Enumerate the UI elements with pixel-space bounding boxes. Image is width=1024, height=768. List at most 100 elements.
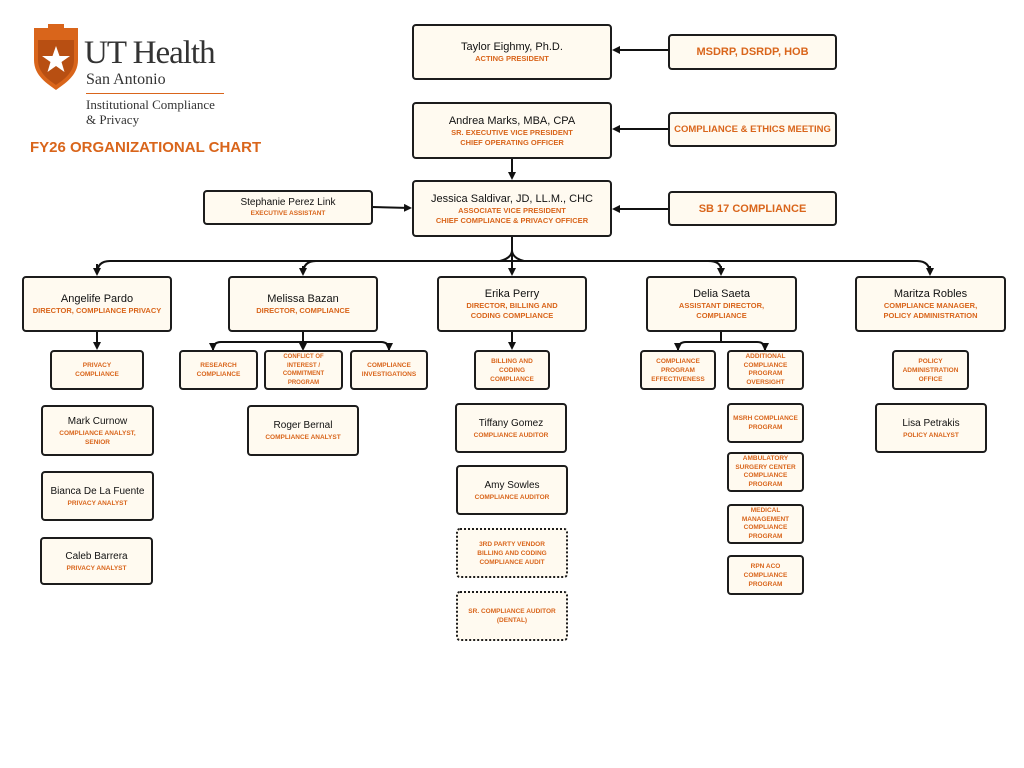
staff-name: Lisa Petrakis <box>902 417 960 429</box>
staff-box-petrakis: Lisa Petrakis POLICY ANALYST <box>875 403 987 453</box>
staff-box-bernal: Roger Bernal COMPLIANCE ANALYST <box>247 405 359 456</box>
unit-label: COMPLIANCE PROGRAM EFFECTIVENESS <box>651 357 705 383</box>
director-box-bazan: Melissa Bazan DIRECTOR, COMPLIANCE <box>228 276 378 332</box>
avp-role-line2: CHIEF COMPLIANCE & PRIVACY OFFICER <box>435 215 589 225</box>
staff-role: COMPLIANCE ANALYST <box>265 434 341 441</box>
connector-to-bazan <box>302 260 317 275</box>
unit-vendor-audit: 3RD PARTY VENDOR BILLING AND CODING COMP… <box>456 528 568 578</box>
connector-to-saeta <box>707 260 722 271</box>
director-name: Erika Perry <box>484 288 540 300</box>
msdrp-label: MSDRP, DSRDP, HOB <box>696 46 809 58</box>
unit-label: CONFLICT OF INTEREST / COMMITMENT PROGRA… <box>282 354 325 386</box>
shield-star-icon <box>34 24 78 90</box>
unit-msrh-program: MSRH COMPLIANCE PROGRAM <box>727 403 804 443</box>
connector-saeta-bus <box>677 341 766 351</box>
unit-research-compliance: RESEARCH COMPLIANCE <box>179 350 258 390</box>
staff-name: Tiffany Gomez <box>478 417 544 429</box>
msdrp-box: MSDRP, DSRDP, HOB <box>668 34 837 70</box>
logo-wordmark: UT Health <box>84 35 216 71</box>
assistant-role: EXECUTIVE ASSISTANT <box>250 210 326 217</box>
unit-billing-coding: BILLING AND CODING COMPLIANCE <box>474 350 550 390</box>
president-name: Taylor Eighmy, Ph.D. <box>461 41 563 53</box>
meeting-box: COMPLIANCE & ETHICS MEETING <box>668 112 837 147</box>
unit-program-effectiveness: COMPLIANCE PROGRAM EFFECTIVENESS <box>640 350 716 390</box>
director-box-robles: Maritza Robles COMPLIANCE MANAGER, POLIC… <box>855 276 1006 332</box>
sb17-label: SB 17 COMPLIANCE <box>698 202 807 215</box>
logo-subtitle: San Antonio <box>86 71 166 88</box>
director-role: DIRECTOR, COMPLIANCE <box>256 306 350 315</box>
staff-name: Amy Sowles <box>484 479 540 491</box>
unit-label: RESEARCH COMPLIANCE <box>196 362 241 378</box>
director-role-line2: COMPLIANCE <box>696 311 747 320</box>
staff-role: PRIVACY ANALYST <box>67 499 128 507</box>
staff-role: PRIVACY ANALYST <box>66 564 127 572</box>
connector-bus-curve <box>499 249 525 262</box>
unit-label: SR. COMPLIANCE AUDITOR (DENTAL) <box>468 608 556 624</box>
unit-label: BILLING AND CODING COMPLIANCE <box>490 357 534 383</box>
ut-health-logo: UT Health San Antonio Institutional Comp… <box>32 22 232 132</box>
logo-divider <box>86 93 224 94</box>
director-role: DIRECTOR, COMPLIANCE PRIVACY <box>32 306 162 315</box>
staff-role: POLICY ANALYST <box>903 431 959 439</box>
unit-label: 3RD PARTY VENDOR BILLING AND CODING COMP… <box>477 540 547 566</box>
connector-assistant <box>371 203 412 212</box>
unit-label: MEDICAL MANAGEMENT COMPLIANCE PROGRAM <box>741 507 790 540</box>
staff-box-gomez: Tiffany Gomez COMPLIANCE AUDITOR <box>455 403 567 453</box>
logo-dept-line2: & Privacy <box>86 112 140 127</box>
staff-role: COMPLIANCE AUDITOR <box>474 493 550 501</box>
staff-name: Roger Bernal <box>273 420 333 431</box>
coo-name: Andrea Marks, MBA, CPA <box>448 114 576 127</box>
director-name: Maritza Robles <box>893 288 968 300</box>
unit-ambulatory-program: AMBULATORY SURGERY CENTER COMPLIANCE PRO… <box>727 452 804 492</box>
coo-role-line1: SR. EXECUTIVE VICE PRESIDENT <box>451 127 573 137</box>
unit-label: COMPLIANCE INVESTIGATIONS <box>361 362 417 378</box>
staff-name: Bianca De La Fuente <box>50 485 145 497</box>
staff-role: COMPLIANCE AUDITOR <box>473 431 549 439</box>
director-name: Melissa Bazan <box>267 293 339 305</box>
director-role-line2: CODING COMPLIANCE <box>470 311 554 320</box>
unit-coi-program: CONFLICT OF INTEREST / COMMITMENT PROGRA… <box>264 350 343 390</box>
unit-label: ADDITIONAL COMPLIANCE PROGRAM OVERSIGHT <box>743 353 788 386</box>
avp-name: Jessica Saldivar, JD, LL.M., CHC <box>431 192 593 205</box>
coo-box: Andrea Marks, MBA, CPA SR. EXECUTIVE VIC… <box>412 102 612 159</box>
unit-label: RPN ACO COMPLIANCE PROGRAM <box>743 562 788 588</box>
unit-medical-management: MEDICAL MANAGEMENT COMPLIANCE PROGRAM <box>727 504 804 544</box>
unit-label: POLICY ADMINISTRATION OFFICE <box>902 357 959 383</box>
unit-rpn-aco: RPN ACO COMPLIANCE PROGRAM <box>727 555 804 595</box>
director-box-saeta: Delia Saeta ASSISTANT DIRECTOR, COMPLIAN… <box>646 276 797 332</box>
staff-name: Mark Curnow <box>67 415 128 427</box>
unit-label: PRIVACY COMPLIANCE <box>75 362 119 378</box>
assistant-name: Stephanie Perez Link <box>240 197 336 208</box>
director-name: Angelife Pardo <box>60 293 134 305</box>
staff-box-sowles: Amy Sowles COMPLIANCE AUDITOR <box>456 465 568 515</box>
staff-box-barrera: Caleb Barrera PRIVACY ANALYST <box>40 537 153 585</box>
avp-box: Jessica Saldivar, JD, LL.M., CHC ASSOCIA… <box>412 180 612 237</box>
unit-policy-office: POLICY ADMINISTRATION OFFICE <box>892 350 969 390</box>
director-box-perry: Erika Perry DIRECTOR, BILLING AND CODING… <box>437 276 587 332</box>
unit-privacy-compliance: PRIVACY COMPLIANCE <box>50 350 144 390</box>
avp-role-line1: ASSOCIATE VICE PRESIDENT <box>458 205 566 215</box>
unit-label: MSRH COMPLIANCE PROGRAM <box>733 415 798 431</box>
staff-box-curnow: Mark Curnow COMPLIANCE ANALYST, SENIOR <box>41 405 154 456</box>
director-box-pardo: Angelife Pardo DIRECTOR, COMPLIANCE PRIV… <box>22 276 172 332</box>
logo-department: Institutional Compliance & Privacy <box>86 97 236 127</box>
staff-name: Caleb Barrera <box>65 550 128 562</box>
staff-role: COMPLIANCE ANALYST, SENIOR <box>59 429 136 446</box>
president-box: Taylor Eighmy, Ph.D. ACTING PRESIDENT <box>412 24 612 80</box>
meeting-label: COMPLIANCE & ETHICS MEETING <box>674 124 831 135</box>
president-role: ACTING PRESIDENT <box>475 54 549 63</box>
sb17-box: SB 17 COMPLIANCE <box>668 191 837 226</box>
unit-label: AMBULATORY SURGERY CENTER COMPLIANCE PRO… <box>735 455 796 488</box>
connector-bus <box>96 260 931 275</box>
unit-sr-auditor-dental: SR. COMPLIANCE AUDITOR (DENTAL) <box>456 591 568 641</box>
director-role-line1: DIRECTOR, BILLING AND <box>466 301 558 310</box>
assistant-box: Stephanie Perez Link EXECUTIVE ASSISTANT <box>203 190 373 225</box>
staff-box-delafuente: Bianca De La Fuente PRIVACY ANALYST <box>41 471 154 521</box>
director-role-line1: ASSISTANT DIRECTOR, <box>678 301 765 310</box>
coo-role-line2: CHIEF OPERATING OFFICER <box>460 137 564 147</box>
unit-additional-oversight: ADDITIONAL COMPLIANCE PROGRAM OVERSIGHT <box>727 350 804 390</box>
connector-bazan-bus <box>212 341 390 351</box>
director-name: Delia Saeta <box>693 288 750 300</box>
logo-dept-line1: Institutional Compliance <box>86 97 215 112</box>
